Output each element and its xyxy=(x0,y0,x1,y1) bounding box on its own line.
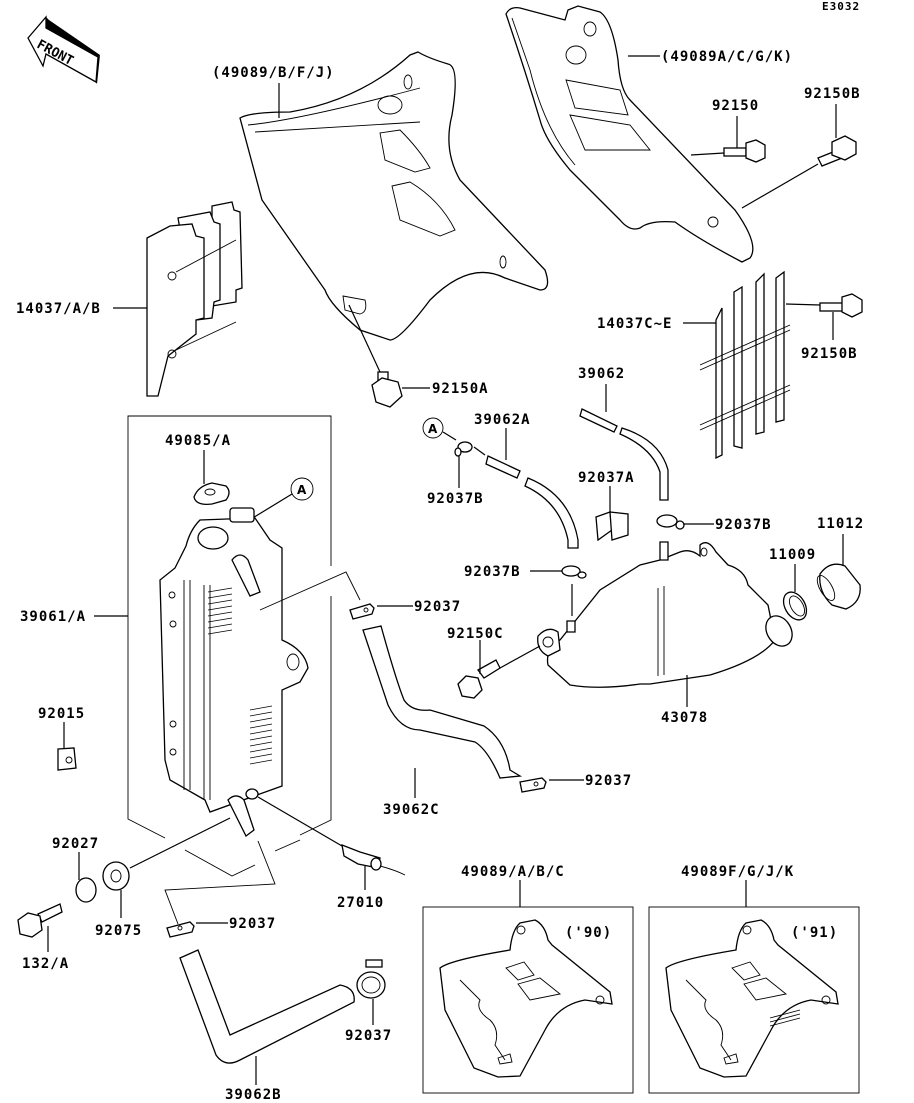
label-gasket-11009: 11009 xyxy=(769,547,816,563)
clamp-92037A[interactable] xyxy=(595,511,629,542)
core-hatching xyxy=(207,587,273,765)
label-clamp-92037-c: 92037 xyxy=(229,916,276,932)
label-clamp-92037A: 92037A xyxy=(578,470,635,486)
fan-switch-27010[interactable] xyxy=(341,843,406,876)
label-grommet-92075: 92075 xyxy=(95,923,142,939)
label-bolt-92150B-top: 92150B xyxy=(804,86,861,102)
label-radiator: 39061/A xyxy=(20,609,86,625)
bolt-92150C[interactable] xyxy=(457,659,501,699)
radiator-group-outline xyxy=(127,415,332,877)
label-clamp-92037-b: 92037 xyxy=(585,773,632,789)
callout-marker-a-radiator: A xyxy=(290,477,314,501)
bolt-92150[interactable] xyxy=(723,139,766,163)
svg-text:A: A xyxy=(428,422,438,436)
radiator-39061[interactable] xyxy=(159,507,309,837)
label-shroud-set-91: 49089F/G/J/K xyxy=(681,864,794,880)
diagram-code: E3032 xyxy=(822,0,860,13)
reservoir-cap-11012[interactable] xyxy=(814,563,861,610)
label-bolt-92150B-right: 92150B xyxy=(801,346,858,362)
label-switch-27010: 27010 xyxy=(337,895,384,911)
radiator-guard-left[interactable] xyxy=(146,201,243,397)
label-clamp-92037B-c: 92037B xyxy=(464,564,521,580)
label-nut-92015: 92015 xyxy=(38,706,85,722)
reservoir-tank-43078[interactable] xyxy=(537,541,798,688)
clamp-92037-b[interactable] xyxy=(519,777,547,793)
label-tank-43078: 43078 xyxy=(661,710,708,726)
clamp-92037-a[interactable] xyxy=(349,603,375,620)
label-hose-39062B: 39062B xyxy=(225,1087,282,1103)
label-bolt-92150A: 92150A xyxy=(432,381,489,397)
front-arrow-icon: FRONT xyxy=(27,15,100,84)
label-shroud-right: (49089A/C/G/K) xyxy=(661,49,793,65)
label-shroud-set-90: 49089/A/B/C xyxy=(461,864,565,880)
collar-92027[interactable] xyxy=(75,877,97,903)
clamp-92037B-c[interactable] xyxy=(561,565,587,579)
hose-39062A[interactable] xyxy=(485,455,579,549)
radiator-shroud-left[interactable] xyxy=(239,51,549,341)
label-bolt-132: 132/A xyxy=(22,956,69,972)
shroud-set-90-box[interactable]: ('90) xyxy=(422,906,634,1094)
label-bolt-92150C: 92150C xyxy=(447,626,504,642)
gasket-11009[interactable] xyxy=(779,588,811,624)
bolt-92150B-right[interactable] xyxy=(819,293,863,318)
bolt-92150A[interactable] xyxy=(371,371,403,408)
label-guard-right: 14037C~E xyxy=(597,316,672,332)
grommet-92075[interactable] xyxy=(102,861,130,891)
callout-marker-a-tank: A xyxy=(422,417,444,439)
bolt-92150B-top[interactable] xyxy=(817,135,857,167)
label-clamp-92037B-b: 92037B xyxy=(715,517,772,533)
label-bolt-92150: 92150 xyxy=(712,98,759,114)
label-cap-49085: 49085/A xyxy=(165,433,231,449)
clamp-92037-c[interactable] xyxy=(166,921,195,938)
shroud-set-91-box[interactable]: ('91) xyxy=(648,906,860,1094)
label-hose-39062: 39062 xyxy=(578,366,625,382)
label-collar-92027: 92027 xyxy=(52,836,99,852)
label-clamp-92037-d: 92037 xyxy=(345,1028,392,1044)
label-year-91: ('91) xyxy=(791,925,838,941)
hose-39062[interactable] xyxy=(579,408,669,501)
clamp-92037B-a[interactable] xyxy=(454,441,473,457)
label-hose-39062C: 39062C xyxy=(383,802,440,818)
label-guard-left: 14037/A/B xyxy=(16,301,101,317)
bolt-132[interactable] xyxy=(17,903,63,938)
label-cap-11012: 11012 xyxy=(817,516,864,532)
svg-text:A: A xyxy=(297,483,307,497)
radiator-shroud-right[interactable] xyxy=(505,5,754,263)
label-shroud-left: (49089/B/F/J) xyxy=(212,65,335,81)
clip-nut-92015[interactable] xyxy=(57,747,77,771)
label-year-90: ('90) xyxy=(565,925,612,941)
label-clamp-92037B-a: 92037B xyxy=(427,491,484,507)
clamp-92037-d[interactable] xyxy=(356,959,386,999)
hose-39062B[interactable] xyxy=(179,949,355,1064)
radiator-cap-49085[interactable] xyxy=(193,482,230,505)
clamp-92037B-b[interactable] xyxy=(656,514,685,530)
label-hose-39062A: 39062A xyxy=(474,412,531,428)
hose-39062C[interactable] xyxy=(362,625,523,779)
label-clamp-92037-a: 92037 xyxy=(414,599,461,615)
radiator-guard-right[interactable] xyxy=(699,270,791,460)
